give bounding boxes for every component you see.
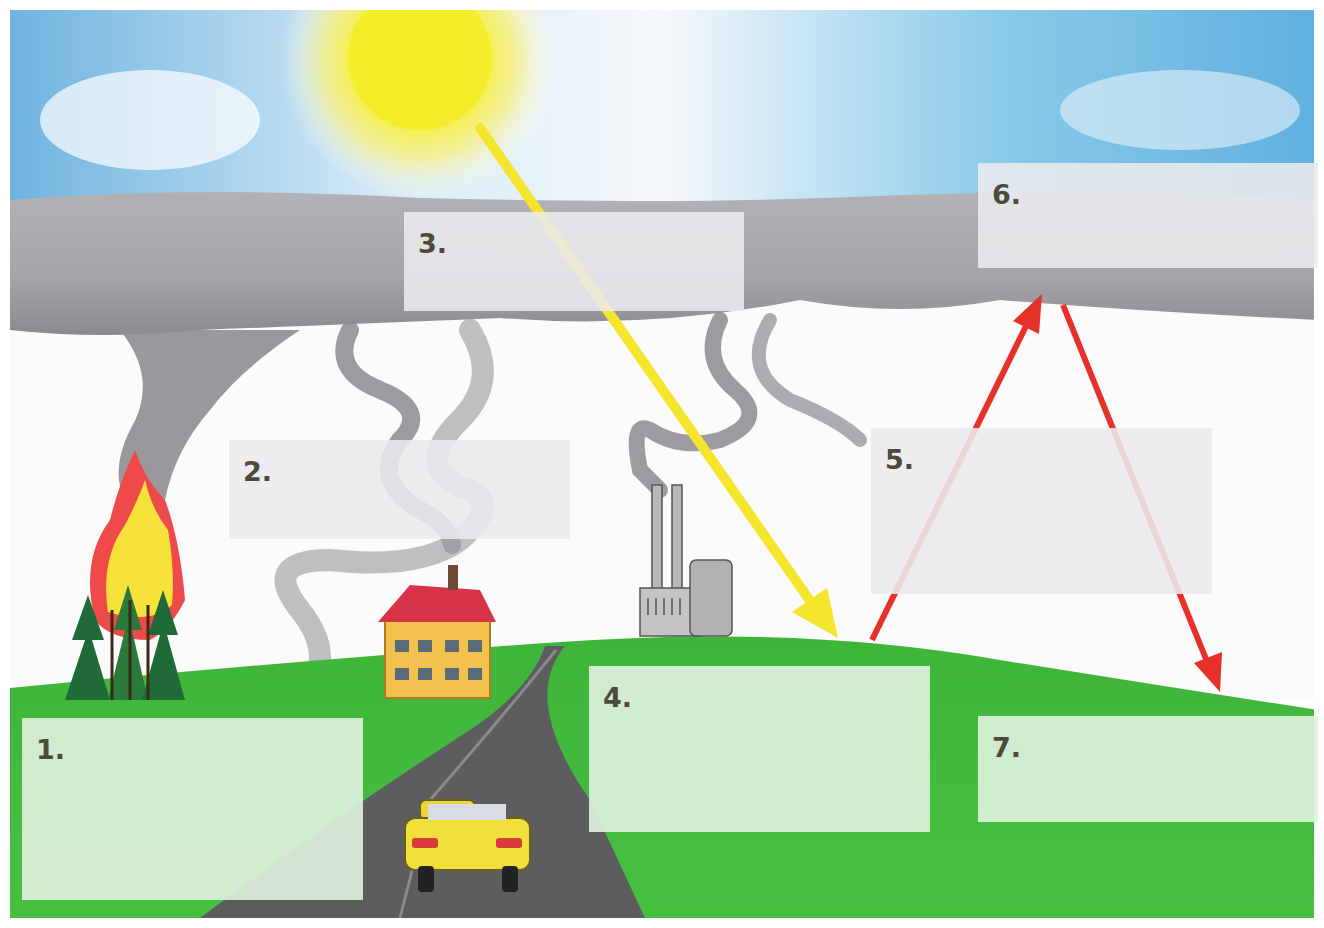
window: [395, 668, 409, 680]
solar-radiation-arrow: [480, 128, 838, 638]
answer-box: 7.: [978, 716, 1318, 822]
wheel: [418, 866, 434, 892]
callout-number: 1.: [36, 734, 349, 766]
factory-tank: [690, 560, 732, 636]
window: [468, 640, 482, 652]
answer-box: 1.: [22, 718, 363, 900]
factory-smoke: [637, 320, 750, 490]
cloud: [1060, 70, 1300, 150]
sun: [348, 0, 492, 130]
burnt-trunks: [112, 600, 148, 700]
forest-fire: [65, 450, 185, 700]
green-hill: [10, 636, 1318, 918]
callout-number: 4.: [603, 682, 916, 714]
tree: [108, 585, 148, 700]
window: [418, 640, 432, 652]
answer-box: 5.: [871, 428, 1212, 594]
callout-number: 6.: [992, 179, 1304, 211]
tail-light: [412, 838, 438, 848]
callout-number: 2.: [243, 456, 556, 488]
flame: [90, 450, 185, 640]
infrared-arrows: [872, 294, 1222, 692]
answer-box: 6.: [978, 163, 1318, 268]
house: [378, 565, 496, 698]
house-wall: [385, 620, 490, 698]
cloud: [40, 70, 260, 170]
sun-glow: [280, 0, 560, 200]
callout-number: 7.: [992, 732, 1304, 764]
tree: [65, 595, 110, 700]
factory-chimney: [672, 485, 682, 590]
window: [395, 640, 409, 652]
car-window: [428, 804, 506, 820]
tail-light: [496, 838, 522, 848]
car: [405, 800, 530, 892]
chimney: [448, 565, 458, 590]
factory-smoke: [759, 320, 860, 440]
callout-number: 3.: [418, 228, 730, 260]
factory-chimney: [652, 485, 662, 590]
window: [445, 668, 459, 680]
house-roof: [378, 585, 496, 622]
wheel: [502, 866, 518, 892]
answer-box: 3.: [404, 212, 744, 311]
window: [445, 640, 459, 652]
car-body: [405, 818, 530, 870]
answer-box: 2.: [229, 440, 570, 539]
arrow-head: [1013, 294, 1042, 334]
arrow-head: [1194, 652, 1222, 692]
factory: [640, 485, 732, 636]
callout-number: 5.: [885, 444, 1198, 476]
answer-box: 4.: [589, 666, 930, 832]
arrow-head: [792, 588, 838, 638]
window: [418, 668, 432, 680]
factory-windows: [648, 598, 680, 615]
window: [468, 668, 482, 680]
